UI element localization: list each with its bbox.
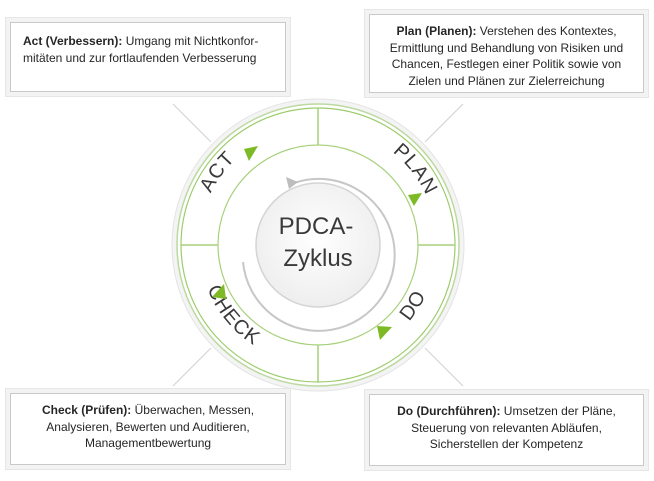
- center-circle: [255, 182, 381, 308]
- connector-line-act: [172, 103, 212, 143]
- plan-text: Verstehen des Kontextes, Ermittlung und …: [389, 24, 624, 88]
- act-title: Act (Verbessern):: [23, 34, 123, 48]
- rotation-arrow-icon: [286, 177, 298, 189]
- triangle-check-icon: [212, 284, 226, 299]
- triangle-plan-icon: [408, 193, 422, 206]
- do-title: Do (Durchführen):: [397, 404, 501, 418]
- connector-line-plan: [424, 103, 464, 143]
- check-text: Überwachen, Messen, Analysieren, Bewerte…: [46, 403, 255, 450]
- triangle-do-icon: [377, 326, 392, 340]
- plan-description-box: Plan (Planen): Verstehen des Kontextes, …: [369, 14, 644, 93]
- act-text: Umgang mit Nichtkonfor-mitäten und zur f…: [23, 34, 259, 65]
- rotation-arc: [242, 177, 396, 332]
- act-description-box: Act (Verbessern): Umgang mit Nichtkonfor…: [10, 22, 286, 92]
- check-description-box: Check (Prüfen): Überwachen, Messen, Anal…: [10, 393, 286, 465]
- plan-title: Plan (Planen):: [396, 24, 477, 38]
- connector-line-do: [424, 347, 464, 387]
- center-title-line2: Zyklus: [283, 245, 352, 272]
- connector-line-check: [172, 347, 212, 387]
- do-description-box: Do (Durchführen): Umsetzen der Pläne, St…: [369, 394, 644, 466]
- do-text: Umsetzen der Pläne, Steuerung von releva…: [411, 404, 616, 451]
- center-title-line1: PDCA-: [279, 213, 354, 240]
- triangle-act-icon: [244, 146, 258, 161]
- check-title: Check (Prüfen):: [41, 403, 132, 417]
